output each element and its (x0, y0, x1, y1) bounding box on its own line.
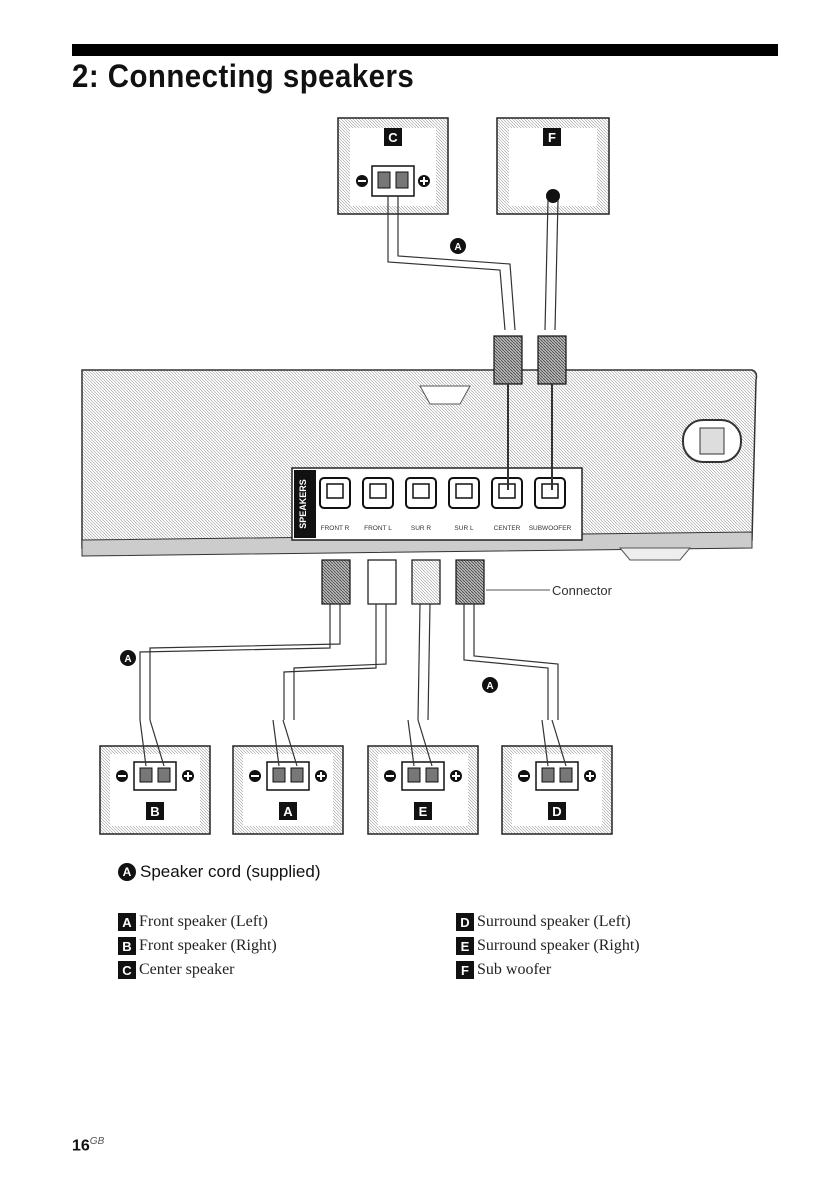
legend-item: D Surround speaker (Left) (456, 910, 640, 934)
legend-text: Front speaker (Right) (139, 937, 277, 955)
legend-text: Front speaker (Left) (139, 913, 268, 931)
box-label: D (552, 804, 561, 819)
legend-key: D (456, 913, 474, 931)
speaker-box-D: D (502, 720, 612, 834)
legend-right: D Surround speaker (Left) E Surround spe… (456, 910, 640, 982)
legend-key: E (456, 937, 474, 955)
speaker-box-center: C (338, 118, 448, 214)
speaker-box-E: E (368, 720, 478, 834)
page-number: 16GB (72, 1136, 104, 1155)
box-label-center: C (388, 130, 398, 145)
jack-label: SUR R (411, 525, 432, 532)
jack-label: FRONT L (364, 525, 392, 532)
speaker-box-B: B (100, 720, 210, 834)
connector-label: Connector (552, 583, 613, 598)
jack-label: SUBWOOFER (529, 525, 572, 532)
top-cords (388, 196, 558, 330)
box-label: E (419, 804, 428, 819)
speaker-terminal-panel: SPEAKERS FRONT R FRONT L SUR R SUR L CENTER S… (292, 468, 582, 540)
speaker-connection-diagram: SPEAKERS FRONT R FRONT L SUR R SUR L CENTER S… (0, 100, 836, 860)
legend-item: B Front speaker (Right) (118, 934, 277, 958)
legend-text: Sub woofer (477, 961, 551, 979)
jack-label: FRONT R (321, 525, 350, 532)
bottom-cords (140, 604, 558, 720)
cord-marker-left: A (124, 654, 131, 665)
legend-item: F Sub woofer (456, 958, 640, 982)
legend-text: Center speaker (139, 961, 235, 979)
page-number-value: 16 (72, 1137, 90, 1154)
legend-text: Surround speaker (Left) (477, 913, 631, 931)
legend-item: A Front speaker (Left) (118, 910, 277, 934)
legend-left: A Front speaker (Left) B Front speaker (… (118, 910, 277, 982)
cord-legend: A Speaker cord (supplied) (118, 862, 320, 882)
jack-label: SUR L (454, 525, 474, 532)
legend-text: Surround speaker (Right) (477, 937, 640, 955)
speaker-box-A: A (233, 720, 343, 834)
panel-label: SPEAKERS (298, 479, 308, 529)
legend-item: E Surround speaker (Right) (456, 934, 640, 958)
box-label: A (283, 804, 293, 819)
legend-key: F (456, 961, 474, 979)
legend-key: C (118, 961, 136, 979)
bottom-plugs (322, 560, 484, 604)
legend-key: B (118, 937, 136, 955)
page-title: 2: Connecting speakers (72, 58, 414, 95)
speaker-box-subwoofer: F (497, 118, 609, 214)
page-number-suffix: GB (90, 1136, 104, 1147)
cord-legend-text: Speaker cord (supplied) (140, 862, 320, 882)
box-label: B (150, 804, 159, 819)
cord-marker-legend: A (118, 863, 136, 881)
cord-marker-right: A (486, 681, 493, 692)
legend-key: A (118, 913, 136, 931)
cord-marker-top: A (454, 242, 461, 253)
title-rule (72, 44, 778, 56)
legend-item: C Center speaker (118, 958, 277, 982)
jack-label: CENTER (494, 525, 521, 532)
box-label-subwoofer: F (548, 130, 556, 145)
